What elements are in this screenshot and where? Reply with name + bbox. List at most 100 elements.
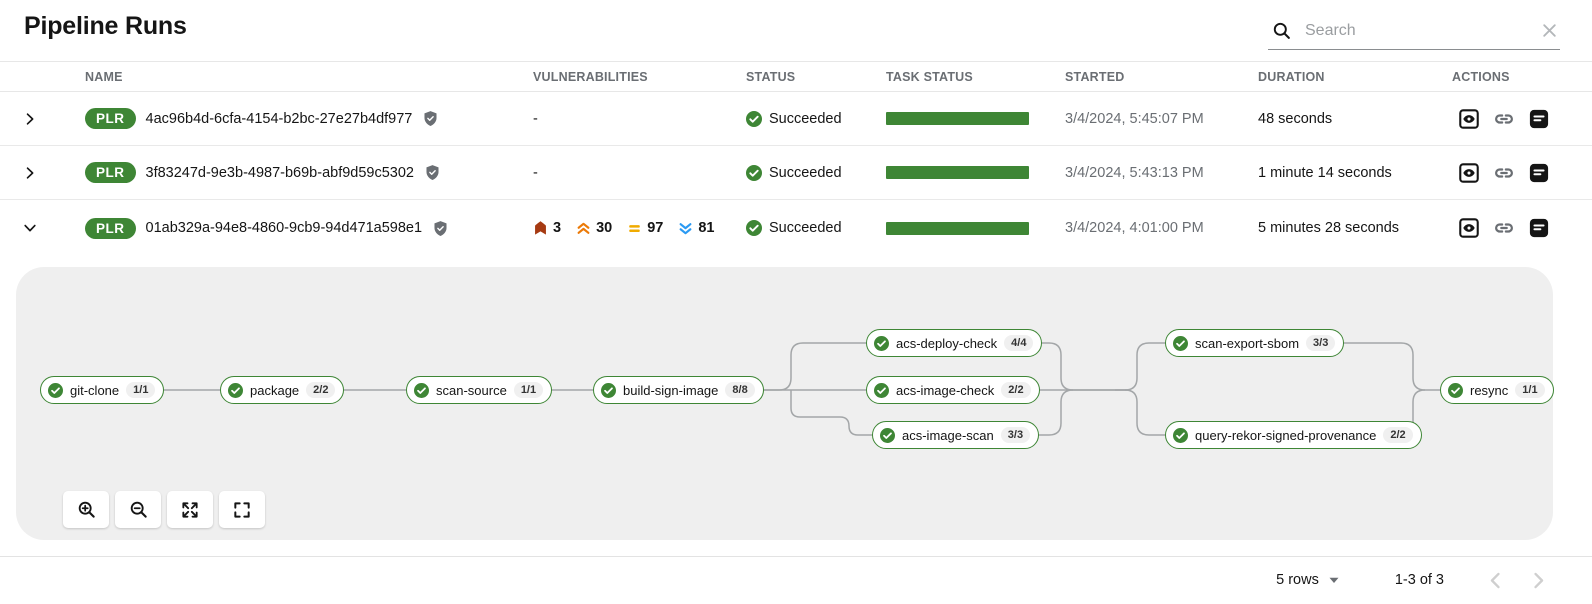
task-step-count: 2/2	[1001, 382, 1031, 398]
task-node-acs-image-check[interactable]: acs-image-check 2/2	[866, 376, 1040, 404]
table-row: PLR 01ab329a-94e8-4860-9cb9-94d471a598e1…	[0, 200, 1592, 256]
pagination-bar: 5 rows 1-3 of 3	[0, 557, 1592, 603]
plr-badge: PLR	[85, 108, 136, 129]
duration-value: 48 seconds	[1258, 110, 1333, 127]
output-button[interactable]	[1459, 163, 1479, 183]
link-button[interactable]	[1493, 217, 1515, 239]
signed-shield-icon	[424, 164, 441, 181]
column-header-status: STATUS	[746, 69, 796, 84]
search-input[interactable]	[1305, 21, 1541, 40]
task-step-count: 2/2	[306, 382, 336, 398]
critical-count: 3	[553, 220, 562, 236]
task-succeeded-icon	[1173, 336, 1188, 351]
status-label: Succeeded	[769, 220, 842, 236]
column-header-name: NAME	[85, 69, 123, 84]
zoom-in-button[interactable]	[63, 491, 109, 528]
task-status-bar	[886, 221, 1029, 235]
column-header-task-status: TASK STATUS	[886, 69, 973, 84]
fit-to-screen-button[interactable]	[167, 491, 213, 528]
table-header-row: NAME VULNERABILITIES STATUS TASK STATUS …	[0, 61, 1592, 92]
started-timestamp: 3/4/2024, 4:01:00 PM	[1065, 220, 1204, 236]
status-label: Succeeded	[769, 110, 842, 127]
task-node-scan-source[interactable]: scan-source 1/1	[406, 376, 553, 404]
duration-value: 1 minute 14 seconds	[1258, 164, 1392, 181]
task-status-bar	[886, 166, 1029, 179]
task-node-acs-image-scan[interactable]: acs-image-scan 3/3	[872, 421, 1040, 449]
task-succeeded-icon	[1448, 383, 1463, 398]
task-step-count: 1/1	[126, 382, 156, 398]
task-succeeded-icon	[601, 383, 616, 398]
page-header: Pipeline Runs	[0, 0, 1592, 61]
task-succeeded-icon	[880, 428, 895, 443]
logs-button[interactable]	[1529, 109, 1549, 129]
critical-vulnerabilities: 3	[533, 219, 561, 237]
pipeline-run-name[interactable]: 4ac96b4d-6cfa-4154-b2bc-27e27b4df977	[145, 110, 413, 127]
search-box	[1268, 12, 1560, 50]
rows-per-page-select[interactable]: 5 rows	[1276, 572, 1340, 588]
task-succeeded-icon	[1173, 428, 1188, 443]
low-vulnerabilities: 81	[678, 220, 715, 236]
column-header-started: STARTED	[1065, 69, 1125, 84]
task-succeeded-icon	[414, 383, 429, 398]
duration-value: 5 minutes 28 seconds	[1258, 220, 1400, 236]
plr-badge: PLR	[85, 217, 136, 239]
task-step-count: 1/1	[513, 382, 544, 398]
high-count: 30	[596, 220, 613, 236]
previous-page-button[interactable]	[1486, 571, 1505, 590]
task-node-build-sign-image[interactable]: build-sign-image 8/8	[593, 376, 764, 404]
task-name: acs-image-check	[896, 382, 995, 398]
task-name: acs-image-scan	[902, 427, 994, 443]
pipeline-graph-panel: git-clone 1/1 package 2/2 scan-source 1/…	[16, 267, 1554, 540]
rows-per-page-label: 5 rows	[1276, 572, 1319, 588]
started-timestamp: 3/4/2024, 5:45:07 PM	[1065, 110, 1204, 127]
expand-row-button[interactable]	[0, 166, 60, 180]
task-succeeded-icon	[48, 383, 63, 398]
next-page-button[interactable]	[1529, 571, 1548, 590]
signed-shield-icon	[422, 110, 439, 127]
column-header-duration: DURATION	[1258, 69, 1325, 84]
task-name: acs-deploy-check	[896, 335, 998, 351]
task-step-count: 3/3	[1000, 427, 1031, 443]
output-button[interactable]	[1459, 218, 1479, 238]
pipeline-run-name[interactable]: 01ab329a-94e8-4860-9cb9-94d471a598e1	[145, 220, 423, 236]
collapse-row-button[interactable]	[0, 221, 60, 235]
zoom-out-button[interactable]	[115, 491, 161, 528]
task-name: resync	[1470, 382, 1509, 398]
succeeded-icon	[746, 165, 762, 181]
link-button[interactable]	[1493, 108, 1515, 130]
status-label: Succeeded	[769, 164, 842, 181]
task-name: build-sign-image	[623, 382, 719, 398]
task-node-query-rekor-signed-provenance[interactable]: query-rekor-signed-provenance 2/2	[1165, 421, 1422, 449]
expand-row-button[interactable]	[0, 112, 60, 126]
signed-shield-icon	[432, 220, 449, 237]
output-button[interactable]	[1459, 109, 1479, 129]
succeeded-icon	[746, 111, 762, 127]
logs-button[interactable]	[1529, 218, 1549, 238]
task-name: query-rekor-signed-provenance	[1195, 427, 1377, 443]
task-node-acs-deploy-check[interactable]: acs-deploy-check 4/4	[866, 329, 1043, 357]
link-button[interactable]	[1493, 162, 1515, 184]
medium-vulnerabilities: 97	[627, 220, 663, 236]
high-vulnerabilities: 30	[576, 220, 612, 236]
low-count: 81	[698, 220, 715, 236]
task-succeeded-icon	[874, 336, 889, 351]
task-node-package[interactable]: package 2/2	[220, 376, 345, 404]
pipeline-run-name[interactable]: 3f83247d-9e3b-4987-b69b-abf9d59c5302	[145, 164, 414, 181]
task-name: git-clone	[70, 382, 120, 398]
task-node-scan-export-sbom[interactable]: scan-export-sbom 3/3	[1165, 329, 1345, 357]
table-row: PLR 4ac96b4d-6cfa-4154-b2bc-27e27b4df977…	[0, 92, 1592, 146]
vulnerabilities-value: -	[533, 110, 538, 127]
fullscreen-button[interactable]	[219, 491, 265, 528]
page-title: Pipeline Runs	[24, 12, 187, 40]
task-node-git-clone[interactable]: git-clone 1/1	[40, 376, 165, 404]
column-header-actions: ACTIONS	[1452, 69, 1510, 84]
footer-divider	[0, 556, 1592, 557]
task-step-count: 3/3	[1306, 335, 1336, 351]
pagination-range: 1-3 of 3	[1394, 572, 1444, 588]
task-succeeded-icon	[874, 383, 889, 398]
task-step-count: 1/1	[1515, 382, 1545, 398]
task-node-resync[interactable]: resync 1/1	[1440, 376, 1554, 404]
logs-button[interactable]	[1529, 163, 1549, 183]
clear-search-icon[interactable]	[1541, 22, 1558, 39]
